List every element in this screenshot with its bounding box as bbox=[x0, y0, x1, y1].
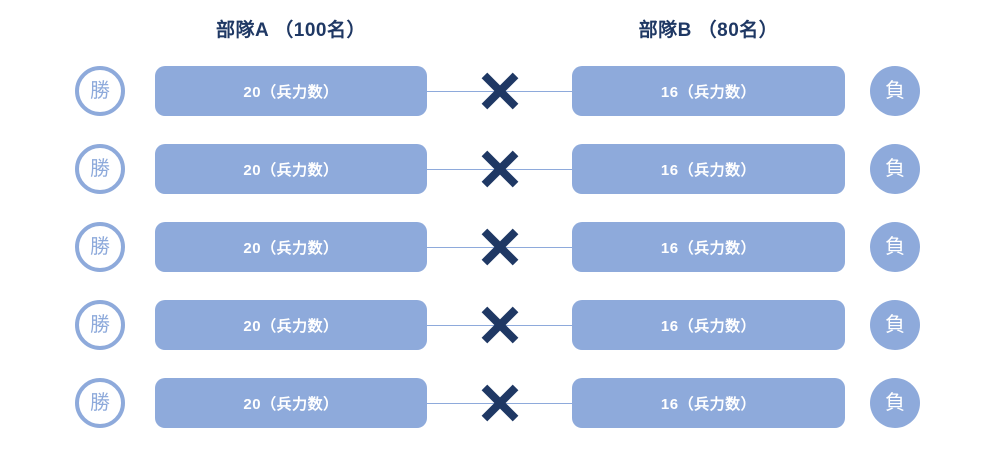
column-header-army-a: 部隊A （100名） bbox=[216, 19, 366, 41]
army-a-bar: 20（兵力数） bbox=[155, 222, 427, 272]
connector bbox=[427, 300, 572, 350]
army-b-bar-label: 16（兵力数） bbox=[660, 317, 757, 335]
lose-badge-label: 負 bbox=[885, 236, 905, 258]
battle-row: 勝 20（兵力数） 16（兵力数） 負 bbox=[0, 222, 1000, 272]
army-b-bar-label: 16（兵力数） bbox=[660, 239, 757, 257]
army-a-bar: 20（兵力数） bbox=[155, 300, 427, 350]
win-badge-label: 勝 bbox=[90, 314, 110, 336]
win-badge: 勝 bbox=[75, 222, 125, 272]
connector bbox=[427, 222, 572, 272]
battle-row: 勝 20（兵力数） 16（兵力数） 負 bbox=[0, 66, 1000, 116]
army-a-bar-label: 20（兵力数） bbox=[243, 317, 339, 335]
column-header-army-b: 部隊B （80名） bbox=[638, 19, 779, 41]
versus-x-icon bbox=[478, 303, 522, 347]
army-b-bar-label: 16（兵力数） bbox=[660, 395, 757, 413]
lose-badge-label: 負 bbox=[885, 80, 905, 102]
battle-comparison-diagram: 部隊A （100名） 部隊B （80名） 勝 20（兵力数） 16（兵力数） 負 bbox=[0, 16, 1000, 461]
win-badge-label: 勝 bbox=[90, 236, 110, 258]
army-b-bar: 16（兵力数） bbox=[572, 66, 845, 116]
versus-x-icon bbox=[478, 225, 522, 269]
lose-badge: 負 bbox=[870, 378, 920, 428]
versus-x-icon bbox=[478, 69, 522, 113]
battle-row: 勝 20（兵力数） 16（兵力数） 負 bbox=[0, 378, 1000, 428]
army-a-bar: 20（兵力数） bbox=[155, 66, 427, 116]
army-a-bar: 20（兵力数） bbox=[155, 144, 427, 194]
connector bbox=[427, 66, 572, 116]
army-a-bar-label: 20（兵力数） bbox=[243, 83, 339, 101]
versus-x-icon bbox=[478, 381, 522, 425]
win-badge: 勝 bbox=[75, 300, 125, 350]
lose-badge-label: 負 bbox=[885, 158, 905, 180]
lose-badge: 負 bbox=[870, 300, 920, 350]
win-badge-label: 勝 bbox=[90, 80, 110, 102]
army-b-bar-label: 16（兵力数） bbox=[660, 161, 757, 179]
win-badge-label: 勝 bbox=[90, 392, 110, 414]
battle-rows: 勝 20（兵力数） 16（兵力数） 負 勝 20（兵力数） bbox=[0, 66, 1000, 428]
army-b-bar: 16（兵力数） bbox=[572, 144, 845, 194]
win-badge: 勝 bbox=[75, 144, 125, 194]
army-a-bar: 20（兵力数） bbox=[155, 378, 427, 428]
army-b-bar: 16（兵力数） bbox=[572, 378, 845, 428]
army-a-bar-label: 20（兵力数） bbox=[243, 395, 339, 413]
connector bbox=[427, 378, 572, 428]
lose-badge-label: 負 bbox=[885, 392, 905, 414]
lose-badge: 負 bbox=[870, 66, 920, 116]
connector bbox=[427, 144, 572, 194]
versus-x-icon bbox=[478, 147, 522, 191]
battle-row: 勝 20（兵力数） 16（兵力数） 負 bbox=[0, 144, 1000, 194]
win-badge-label: 勝 bbox=[90, 158, 110, 180]
army-a-bar-label: 20（兵力数） bbox=[243, 161, 339, 179]
lose-badge: 負 bbox=[870, 144, 920, 194]
column-headers: 部隊A （100名） 部隊B （80名） bbox=[0, 16, 1000, 41]
army-b-bar-label: 16（兵力数） bbox=[660, 83, 757, 101]
lose-badge: 負 bbox=[870, 222, 920, 272]
lose-badge-label: 負 bbox=[885, 314, 905, 336]
win-badge: 勝 bbox=[75, 66, 125, 116]
army-b-bar: 16（兵力数） bbox=[572, 300, 845, 350]
battle-row: 勝 20（兵力数） 16（兵力数） 負 bbox=[0, 300, 1000, 350]
army-b-bar: 16（兵力数） bbox=[572, 222, 845, 272]
army-a-bar-label: 20（兵力数） bbox=[243, 239, 339, 257]
win-badge: 勝 bbox=[75, 378, 125, 428]
